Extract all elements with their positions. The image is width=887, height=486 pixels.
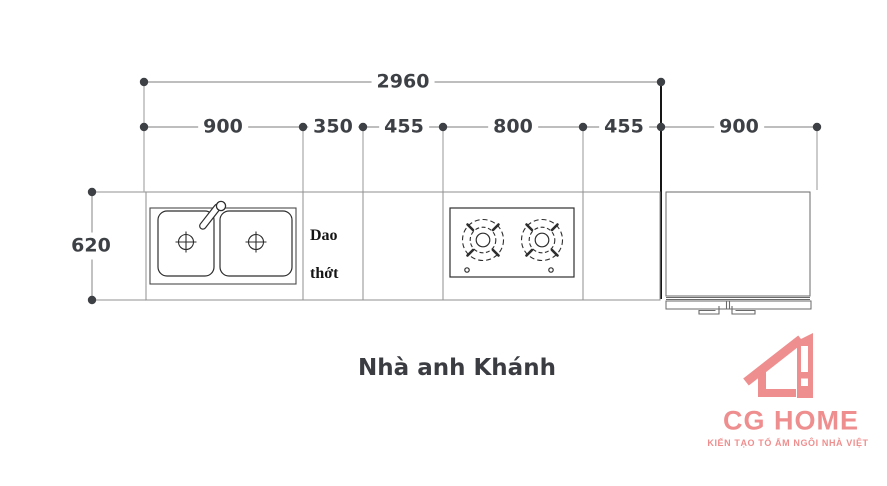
dimension-segment-cooktop: 800	[488, 117, 538, 137]
cutting-board-line-2: thớt	[310, 265, 339, 282]
sink-basin-left	[157, 210, 215, 277]
cabinet-handle-right	[731, 306, 756, 315]
cooktop	[449, 207, 575, 278]
dimension-segment-worktop-1: 455	[379, 117, 429, 137]
right-cabinet	[665, 191, 812, 315]
knob-right	[548, 267, 554, 273]
logo-wordmark: CG HOME	[722, 405, 860, 436]
dimension-cabinet-width: 900	[714, 117, 764, 137]
dimension-segment-sink: 900	[198, 117, 248, 137]
dimension-counter-depth: 620	[69, 232, 113, 260]
dimension-extension-lines	[92, 82, 818, 301]
dimension-lines	[91, 81, 817, 300]
burner-right	[520, 218, 564, 262]
logo-tagline: KIẾN TẠO TỔ ẤM NGÔI NHÀ VIỆT	[707, 438, 869, 448]
sink-drain-right	[245, 231, 267, 253]
knob-left	[464, 267, 470, 273]
cutting-board-cell-label: Dao thớt	[310, 226, 338, 283]
cutting-board-line-1: Dao	[310, 227, 338, 244]
sink-faucet-icon	[199, 200, 227, 230]
cg-home-house-logo-icon	[743, 333, 813, 398]
double-sink	[149, 200, 297, 285]
sink-basin-right	[219, 210, 293, 277]
sink-drain-left	[175, 231, 197, 253]
dimension-segment-worktop-2: 455	[599, 117, 649, 137]
dimension-total-width: 2960	[371, 72, 435, 92]
drawing-title: Nhà anh Khánh	[358, 355, 556, 381]
dimension-markers	[87, 77, 822, 305]
counter-outline	[145, 191, 661, 301]
dimension-segment-cutboard: 350	[308, 117, 358, 137]
cabinet-handle-left	[698, 306, 720, 315]
burner-left	[461, 218, 505, 262]
